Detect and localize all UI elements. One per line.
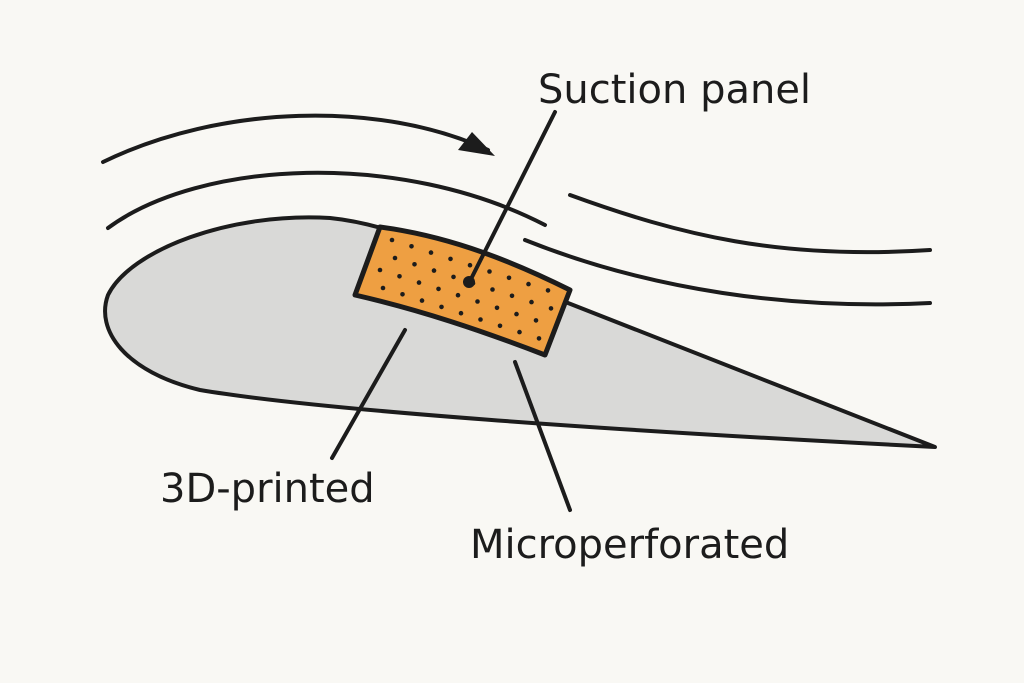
suction-panel bbox=[352, 224, 573, 358]
perforation-dot bbox=[494, 305, 500, 311]
perforation-dot bbox=[517, 329, 522, 335]
perforation-dot bbox=[490, 287, 495, 292]
leader-dot bbox=[463, 276, 475, 288]
perforation-dot bbox=[400, 292, 405, 297]
perforation-dot bbox=[428, 250, 434, 255]
perforation-dot bbox=[487, 269, 492, 274]
flow-line-middle bbox=[106, 170, 547, 230]
perforation-dot bbox=[412, 262, 417, 267]
perforation-dot bbox=[409, 244, 414, 249]
perforation-dot bbox=[497, 323, 503, 329]
leader-suction-panel bbox=[468, 110, 557, 283]
perforation-dot bbox=[439, 304, 444, 310]
perforation-dot bbox=[380, 285, 386, 291]
perforation-dot bbox=[448, 256, 453, 262]
perforation-dot bbox=[475, 299, 480, 304]
leader-microperforated bbox=[513, 360, 572, 512]
perforation-dot bbox=[458, 310, 464, 316]
perforation-dot bbox=[526, 281, 531, 287]
perforation-dot bbox=[431, 268, 437, 273]
perforation-dot bbox=[389, 237, 395, 243]
perforation-dot bbox=[416, 280, 422, 285]
perforation-dot bbox=[506, 275, 512, 281]
label-suction-panel: Suction panel bbox=[538, 67, 811, 113]
perforation-dot bbox=[392, 255, 398, 261]
flow-line-right-upper bbox=[568, 193, 932, 255]
perforation-dot bbox=[536, 336, 542, 341]
flow-lines bbox=[101, 113, 932, 307]
perforation-dot bbox=[455, 292, 461, 298]
perforation-dot bbox=[451, 274, 456, 280]
label-3d-printed: 3D-printed bbox=[160, 466, 375, 512]
perforation-dot bbox=[533, 318, 539, 323]
flow-arrow-icon bbox=[458, 132, 495, 156]
perforation-dot bbox=[548, 306, 554, 311]
perforation-dot bbox=[467, 262, 473, 268]
flow-line-right-lower bbox=[523, 238, 932, 307]
perforation-dot bbox=[514, 311, 519, 317]
leader-3d-printed bbox=[330, 328, 407, 460]
perforation-dot bbox=[419, 298, 425, 303]
label-microperforated: Microperforated bbox=[470, 522, 789, 568]
perforation-dot bbox=[436, 286, 441, 292]
perforation-dot bbox=[529, 299, 534, 305]
perforation-dot bbox=[509, 293, 515, 299]
perforation-dot bbox=[545, 288, 551, 293]
perforation-dot bbox=[478, 317, 483, 322]
leader-lines bbox=[330, 110, 572, 512]
perforation-dot bbox=[397, 274, 402, 279]
perforation-dot bbox=[377, 267, 383, 273]
flow-line-top bbox=[101, 113, 490, 164]
